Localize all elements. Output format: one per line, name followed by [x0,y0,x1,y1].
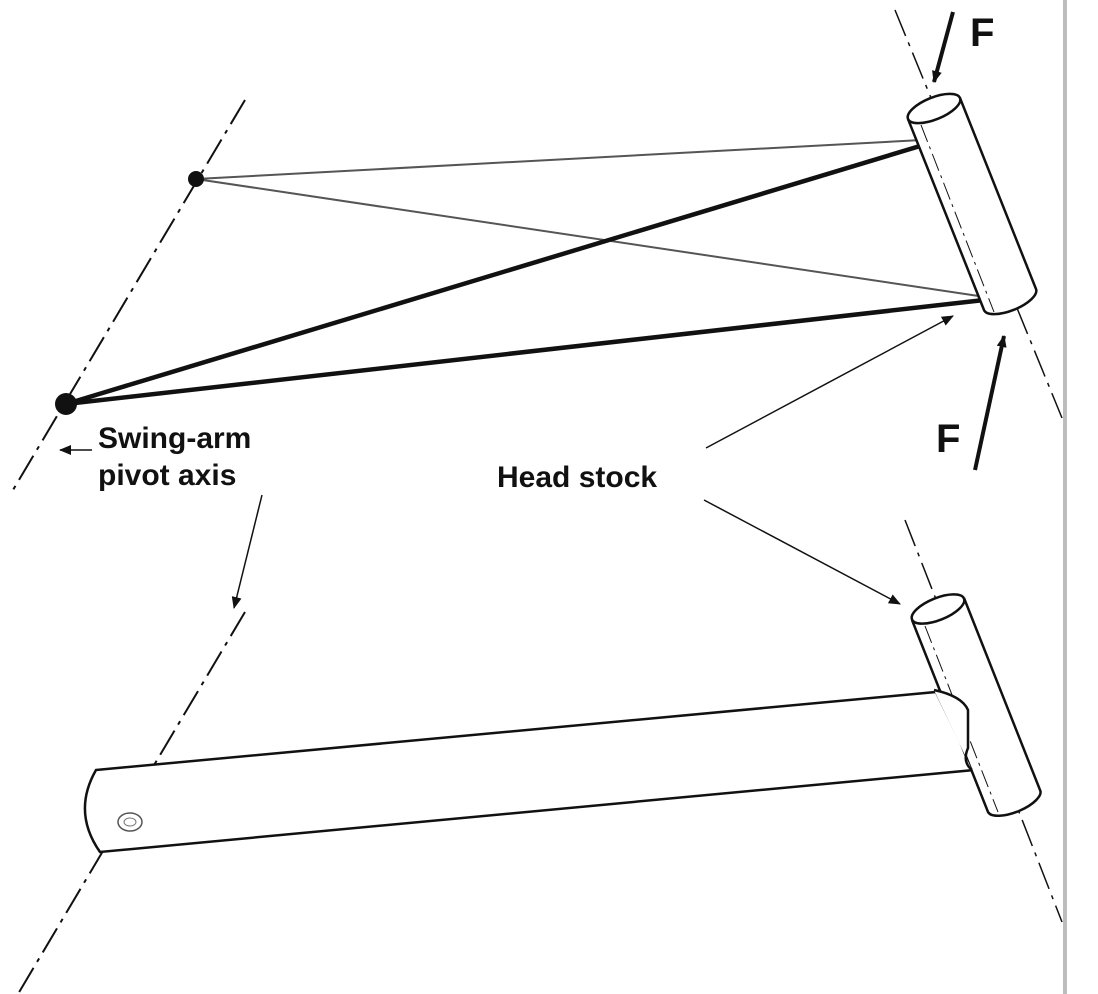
pivot-hole [117,812,143,832]
head-stock-leader-lower [703,499,901,605]
force-arrows [932,11,1007,471]
thin-member-cross [195,178,993,299]
lower-head-stock [910,593,1042,818]
lower-steering-axis [904,519,1063,923]
upper-head-stock [906,92,1038,316]
thick-member-bottom [65,295,1003,407]
swing-arm [17,519,1063,994]
force-label-top: F [970,11,994,55]
pivot-axis-label-line2: pivot axis [98,459,236,492]
lower-pivot-point [55,393,77,415]
thin-member-top [195,139,923,180]
head-stock-leader-upper [705,315,954,449]
pivot-axis-label-line1: Swing-arm [98,422,251,455]
triangulated-frame [9,9,1063,496]
force-arrow-bottom [973,335,1007,471]
upper-pivot-axis [9,99,246,496]
swing-arm-beam [83,690,976,854]
force-label-bottom: F [936,417,960,461]
thick-member-cross [65,137,941,407]
upper-pivot-point [188,171,204,187]
right-edge-bar [1063,0,1067,994]
head-stock-label: Head stock [497,461,657,494]
leader-arrows [59,315,954,609]
force-arrow-top [932,11,955,83]
pivot-leader-long [231,494,263,609]
